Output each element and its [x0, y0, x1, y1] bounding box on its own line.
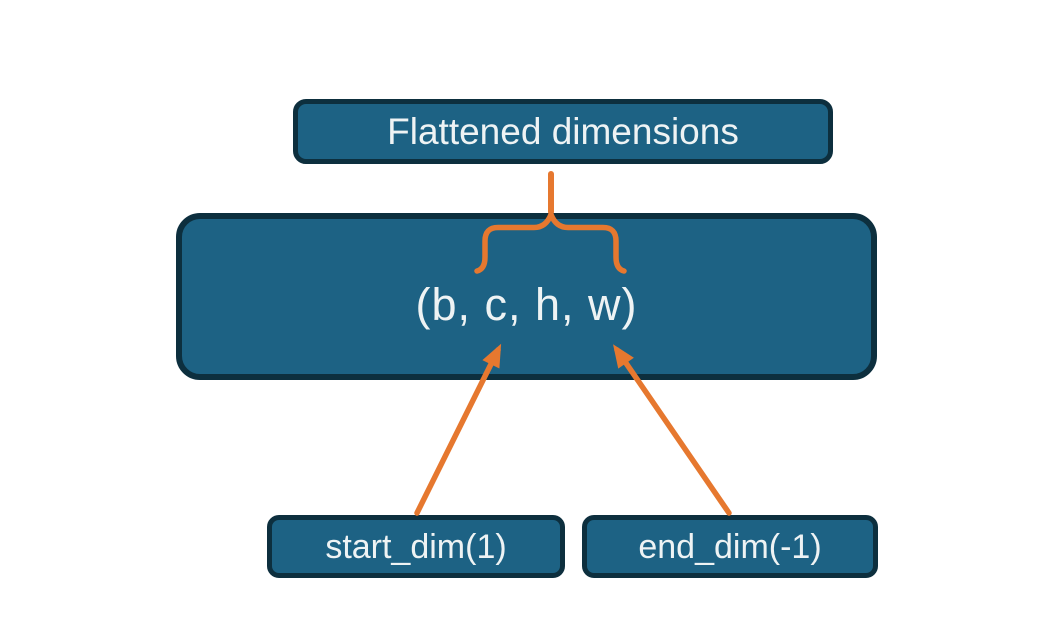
tensor-shape-label: (b, c, h, w) — [415, 279, 638, 330]
end-dim-label: end_dim(-1) — [638, 527, 822, 566]
start-dim-label: start_dim(1) — [325, 527, 507, 566]
flattened-dimensions-box: Flattened dimensions — [293, 99, 833, 164]
tensor-shape-box: (b, c, h, w) — [176, 213, 877, 380]
start-dim-box: start_dim(1) — [267, 515, 565, 578]
flattened-dimensions-label: Flattened dimensions — [387, 111, 739, 152]
end-dim-box: end_dim(-1) — [582, 515, 878, 578]
